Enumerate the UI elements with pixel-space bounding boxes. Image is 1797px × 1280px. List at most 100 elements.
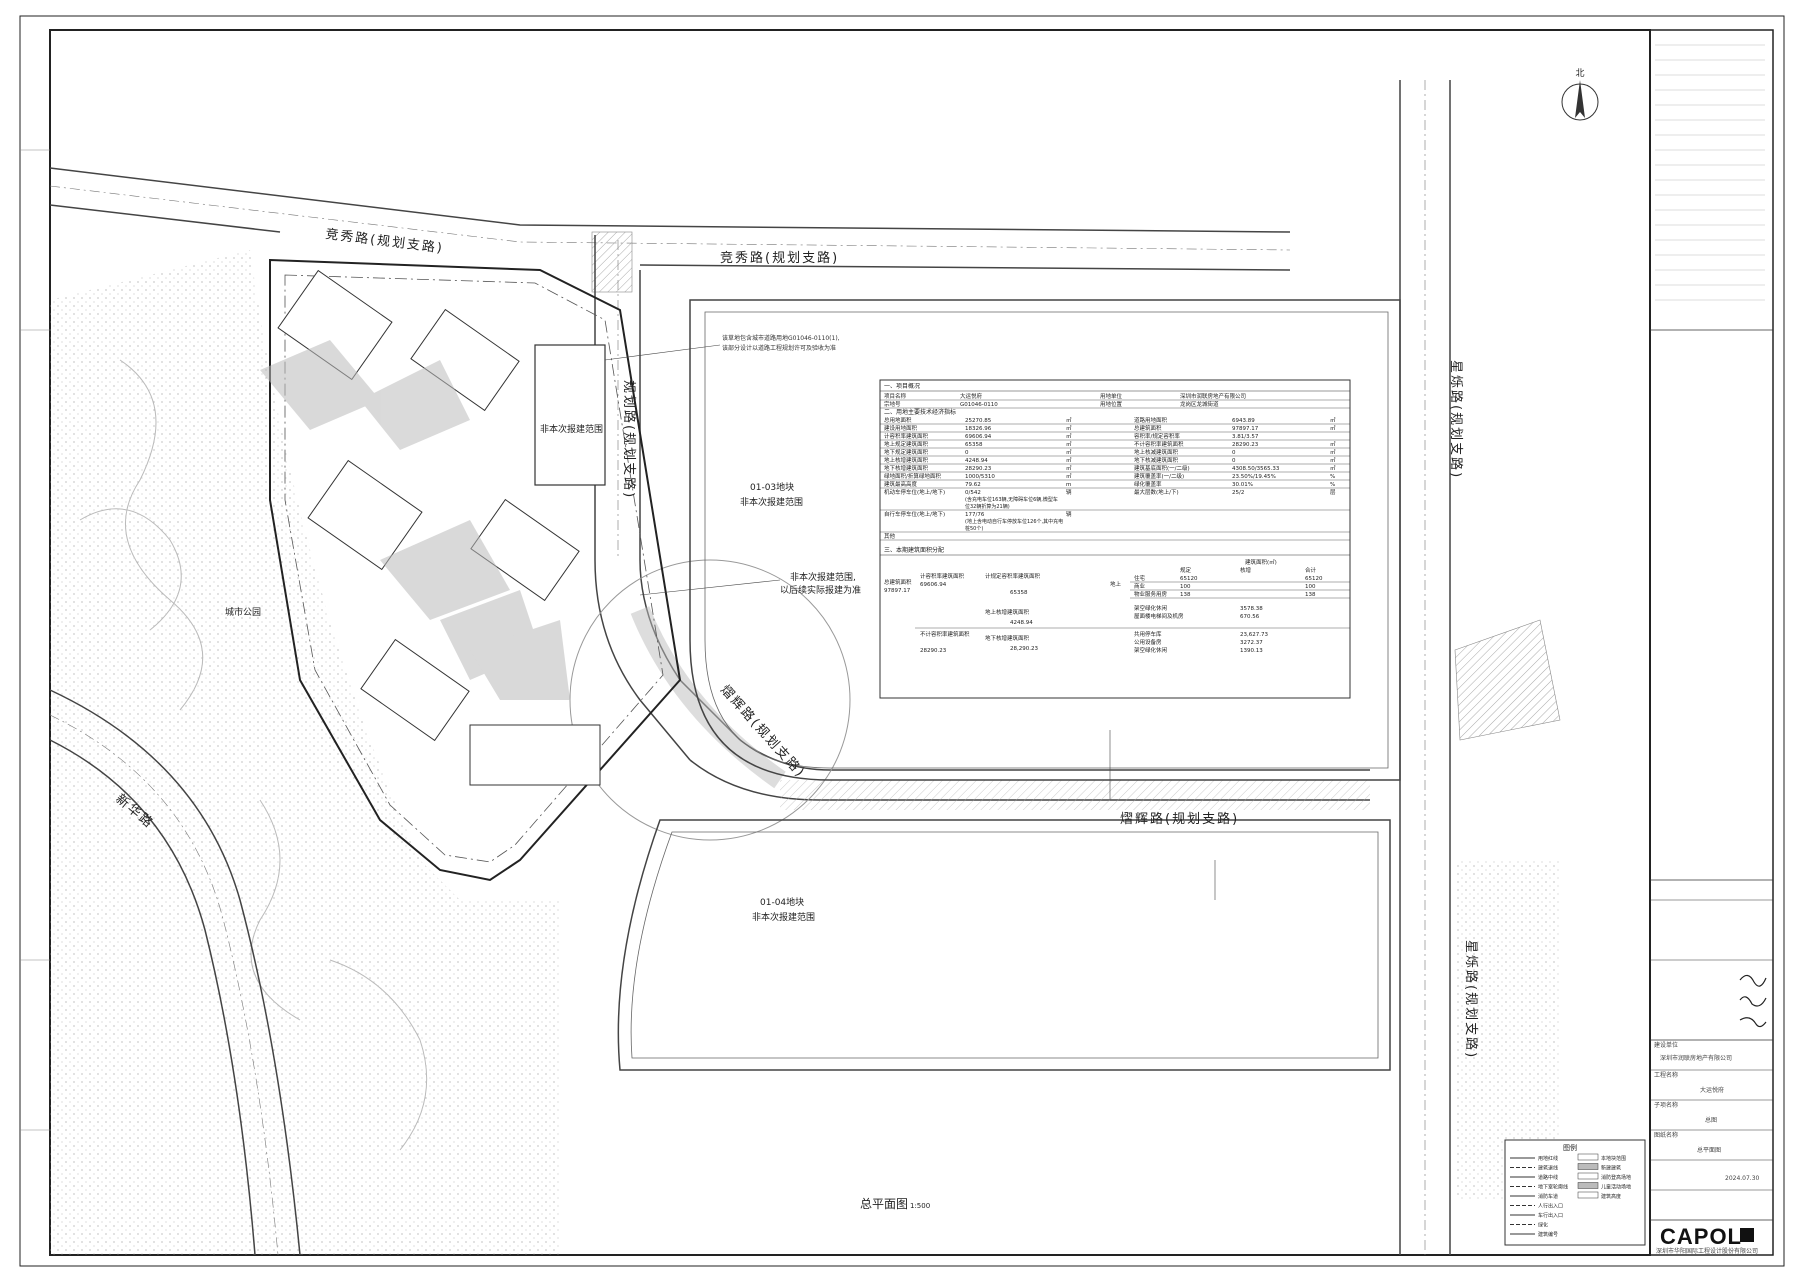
callout-line-1: 该草地包含城市道路用地G01046-0110(1), (722, 334, 840, 342)
legend-item: 地下室轮廓线 (1538, 1184, 1568, 1191)
overview-cell: 深圳市润联房地产有限公司 (1180, 392, 1246, 400)
under-row: 公用设备房 (1134, 638, 1162, 646)
legend-item: 道路中线 (1538, 1174, 1558, 1181)
table-section-1: 一、项目概况 (884, 382, 920, 390)
legend-item: 建筑高度 (1601, 1193, 1621, 1200)
use-row: 138 (1180, 592, 1191, 598)
indicator-cell: 23.50%/19.45% (1232, 474, 1276, 480)
indicator-cell: 30.01% (1232, 482, 1253, 488)
north-label: 北 (1575, 68, 1584, 79)
indicator-cell: 3.81/3.57 (1232, 434, 1259, 440)
overview-cell: 宗地号 (884, 400, 901, 408)
legend: 图例 用地红线建筑退线道路中线地下室轮廓线消防车道人行出入口车行出入口绿化建筑编… (1504, 1139, 1646, 1246)
road-label-top-left: 竞秀路(规划支路) (325, 226, 445, 256)
client-label: 建设单位 (1654, 1041, 1678, 1049)
use-row: 100 (1305, 584, 1316, 590)
overview-cell: 龙岗区龙城街道 (1180, 400, 1219, 408)
table-area-distribution: 三、本期建筑面积分配总建筑面积97897.17计容积率建筑面积69606.94计… (880, 546, 1350, 654)
legend-swatch (1577, 1153, 1599, 1161)
indicator-cell: 建设用地面积 (884, 424, 918, 432)
plot-0103-outline (689, 299, 1401, 781)
cap-area-label: 计容积率建筑面积 (920, 572, 965, 580)
noncap-value: 28290.23 (920, 648, 947, 654)
plot-0103-name: 01-03地块 (750, 481, 794, 493)
xingshuo-road (1399, 80, 1451, 1255)
drawing-name: 总平面图 (1697, 1146, 1721, 1154)
indicator-cell: ㎡ (1066, 416, 1072, 424)
add-row: 3578.38 (1240, 606, 1263, 612)
indicator-cell: 4308.50/3565.33 (1232, 466, 1280, 472)
legend-swatch (1577, 1182, 1599, 1189)
indicator-cell: 1000/5310 (965, 474, 995, 480)
indicator-cell: ㎡ (1066, 456, 1072, 464)
indicator-cell: ㎡ (1330, 464, 1336, 472)
overview-cell: 用地位置 (1100, 400, 1123, 408)
indicator-cell: ㎡ (1066, 440, 1072, 448)
indicator-cell: 6943.89 (1232, 418, 1255, 424)
scope-note-1: 非本次报建范围, (790, 571, 856, 583)
legend-item: 建筑退线 (1538, 1165, 1558, 1172)
indicator-cell: 地下核减建筑面积 (1134, 456, 1179, 464)
legend-item: 消防登高场地 (1601, 1174, 1631, 1181)
indicator-cell: 177/76 (965, 512, 985, 518)
indicator-cell: 桩50个) (965, 525, 983, 532)
road-label-inner: 规划路(规划支路) (621, 380, 637, 499)
indicator-cell: 65358 (965, 442, 983, 448)
indicator-cell: 计容积率建筑面积 (884, 432, 929, 440)
noncap-label: 不计容积率建筑面积 (920, 630, 970, 638)
total-area-value: 97897.17 (884, 588, 911, 594)
indicator-cell: 容积率/规定容积率 (1134, 432, 1180, 440)
overview-cell: G01046-0110 (960, 402, 998, 408)
table-section-2: 二、用地主要技术经济指标 (884, 408, 956, 416)
overview-cell: 项目名称 (884, 392, 907, 400)
cap-reg-value: 65358 (1010, 590, 1028, 596)
cap-area-value: 69606.94 (920, 582, 947, 588)
road-label-right-top: 星烁路(规划支路) (1448, 360, 1464, 479)
use-row: 物业服务用房 (1134, 590, 1168, 598)
use-row: 65120 (1305, 576, 1323, 582)
buildings (277, 269, 606, 786)
legend-item: 消防车道 (1538, 1193, 1558, 1200)
add-row: 架空绿化休闲 (1134, 604, 1168, 612)
indicator-cell: 地上核减建筑面积 (1134, 448, 1179, 456)
drawing-date: 2024.07.30 (1725, 1175, 1760, 1182)
legend-title: 图例 (1563, 1143, 1577, 1152)
legend-item: 车行出入口 (1538, 1212, 1563, 1219)
indicator-cell: ㎡ (1330, 424, 1336, 432)
legend-swatch (1577, 1191, 1599, 1199)
indicator-cell: 25270.85 (965, 418, 992, 424)
use-row: 100 (1180, 584, 1191, 590)
add-header: 核增 (1240, 566, 1251, 574)
landscape-hatch (260, 340, 570, 700)
city-park-label: 城市公园 (225, 606, 261, 618)
indicator-cell: 最大层数(地上/下) (1134, 488, 1179, 496)
indicator-cell: ㎡ (1330, 440, 1336, 448)
road-label-top-right: 竞秀路(规划支路) (720, 250, 839, 266)
client-name: 深圳市润联房地产有限公司 (1660, 1054, 1732, 1062)
indicator-cell: 0 (1232, 450, 1236, 456)
city-park-area (50, 250, 560, 1255)
add-value: 4248.94 (1010, 620, 1033, 626)
indicator-cell: m (1066, 482, 1071, 488)
drawing-scale: 1:500 (910, 1202, 930, 1210)
signatures (1739, 974, 1767, 1028)
indicator-cell: 地上核增建筑面积 (884, 456, 929, 464)
indicator-cell: ㎡ (1066, 448, 1072, 456)
indicator-cell: 18326.96 (965, 426, 992, 432)
indicator-cell: 自行车停车位(地上/地下) (884, 510, 945, 518)
under-row: 架空绿化休闲 (1134, 646, 1168, 654)
cap-reg-label: 计规定容积率建筑面积 (985, 572, 1041, 580)
indicator-cell: 地下核增建筑面积 (884, 464, 929, 472)
scope-note-2: 以后续实际报建为准 (780, 584, 861, 596)
indicator-cell: 建筑基底面积(一/二级) (1134, 464, 1190, 472)
indicator-cell: ㎡ (1330, 416, 1336, 424)
part-label: 子项名称 (1654, 1101, 1678, 1109)
road-label-right-bottom: 星烁路(规划支路) (1463, 940, 1479, 1059)
drawing-title: 总平面图 (860, 1197, 908, 1211)
indicator-cell: 层 (1330, 489, 1336, 496)
drawing-label: 图纸名称 (1654, 1131, 1678, 1139)
legend-item: 人行出入口 (1538, 1203, 1563, 1210)
legend-swatch (1577, 1172, 1599, 1180)
